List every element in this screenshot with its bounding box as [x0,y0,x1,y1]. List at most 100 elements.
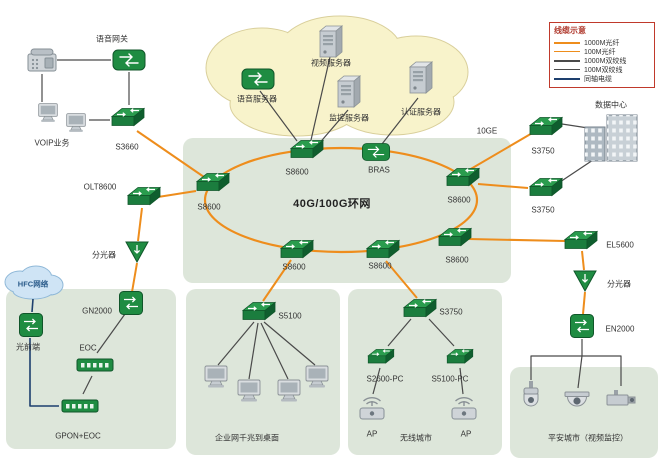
safe-city-label-label: 平安城市（视频监控） [548,433,628,443]
s8600-right [445,166,481,191]
ent-pc-2 [235,379,263,403]
splitter-icon [125,241,149,264]
switch-icon [365,239,401,259]
edge-fiber-2 [137,207,143,242]
edge-fiber-0 [136,130,205,178]
cam-dome-icon [564,391,590,407]
switch-icon [241,301,277,321]
auth-server-label: 认证服务器 [401,107,441,117]
ap-2 [448,394,480,422]
edge-fiber-10 [385,260,418,299]
bras-label: BRAS [368,165,390,175]
s8600-left [195,171,231,196]
pc-icon [38,103,58,122]
el5600 [563,229,599,254]
legend-item-3: 100M双绞线 [554,65,650,74]
video-server-label: 视频服务器 [311,58,351,68]
ent-pc-4 [303,365,331,389]
edge-copper-24 [582,355,622,386]
label-10ge-label: 10GE [476,126,498,136]
s8600-bottom-left-label: S8600 [282,262,306,272]
ap-2-label: AP [460,429,472,439]
switch-icon [446,348,474,364]
switch-icon [445,167,481,187]
ent-pc-3 [275,379,303,403]
edge-coax-36 [29,338,59,407]
legend-item-label: 100M光纤 [584,48,616,56]
edge-fiber-6 [468,238,566,242]
switch-icon [110,107,146,127]
en2000-label: EN2000 [605,324,635,334]
ap-icon [451,397,477,420]
s8600-right-label: S8600 [447,195,471,205]
camera-box [605,388,637,410]
s3660-label: S3660 [115,142,139,152]
gpon-eoc [61,397,99,415]
splitter-icon [573,270,597,293]
voip-phone [26,47,58,73]
ap-icon [359,397,385,420]
legend-item-0: 1000M光纤 [554,38,650,47]
s2600-pc [367,347,396,367]
ring-title-label: 40G/100G环网 [293,198,371,210]
s5100-pc-label: S5100-PC [431,374,469,384]
monitor-server-label: 监控服务器 [329,113,369,123]
gpon-eoc-label: GPON+EOC [55,431,101,441]
olt8600 [126,185,162,210]
optical-frontend [18,312,44,338]
voice-gateway-label: 语音网关 [96,34,128,44]
video-server [316,24,344,60]
edge-copper-23 [577,355,583,389]
legend-line-sample [554,51,580,52]
legend-item-label: 1000M光纤 [584,39,620,47]
gn2000-label: GN2000 [82,306,112,316]
s3750-wireless-label: S3750 [439,307,463,317]
edge-copper-18 [381,97,419,145]
auth-server [406,60,434,96]
s3750-wireless [402,297,438,322]
switch-icon [402,298,438,318]
server-icon [336,75,362,108]
hfc-cloud [4,265,64,300]
splitter-right-label: 分光器 [607,279,631,289]
eoc-icon [76,358,114,372]
s8600-bottom-left [279,238,315,263]
splitter-left [124,240,150,264]
switch-icon [563,230,599,250]
edge-copper-27 [260,322,289,380]
edge-copper-34 [82,375,93,395]
legend-item-1: 100M光纤 [554,47,650,56]
s3750-top [528,115,564,140]
legend-item-label: 1000M双绞线 [584,57,627,65]
splitter-left-label: 分光器 [92,250,116,260]
legend-item-label: 100M双绞线 [584,66,623,74]
pc-icon [237,379,261,402]
legend-line-sample [554,41,580,44]
s8600-left-label: S8600 [197,202,221,212]
ring-backbone [203,146,479,254]
converter-icon [19,313,43,337]
s3750-mid-label: S3750 [531,205,555,215]
cam-box-icon [606,390,636,406]
edge-copper-30 [428,318,455,347]
ring-panel [183,138,511,283]
edge-copper-33 [96,313,126,354]
gn2000 [118,290,144,316]
voip-pc-1 [36,103,60,123]
legend-title: 线缆示意 [554,26,586,35]
s8600-bottom-right [437,226,473,251]
s8600-top [289,138,325,163]
edge-fiber-8 [582,291,586,315]
edge-copper-22 [530,355,582,380]
router-icon [241,68,275,90]
camera-speed-dome [519,380,543,416]
legend-item-4: 同轴电缆 [554,74,650,83]
edge-copper-16 [310,56,331,141]
pc-icon [305,365,329,388]
s5100-pc [446,347,475,367]
monitor-server [334,74,362,110]
eoc-device-label: EOC [79,343,97,353]
voice-gateway [112,49,146,71]
eoc-device [76,356,114,374]
